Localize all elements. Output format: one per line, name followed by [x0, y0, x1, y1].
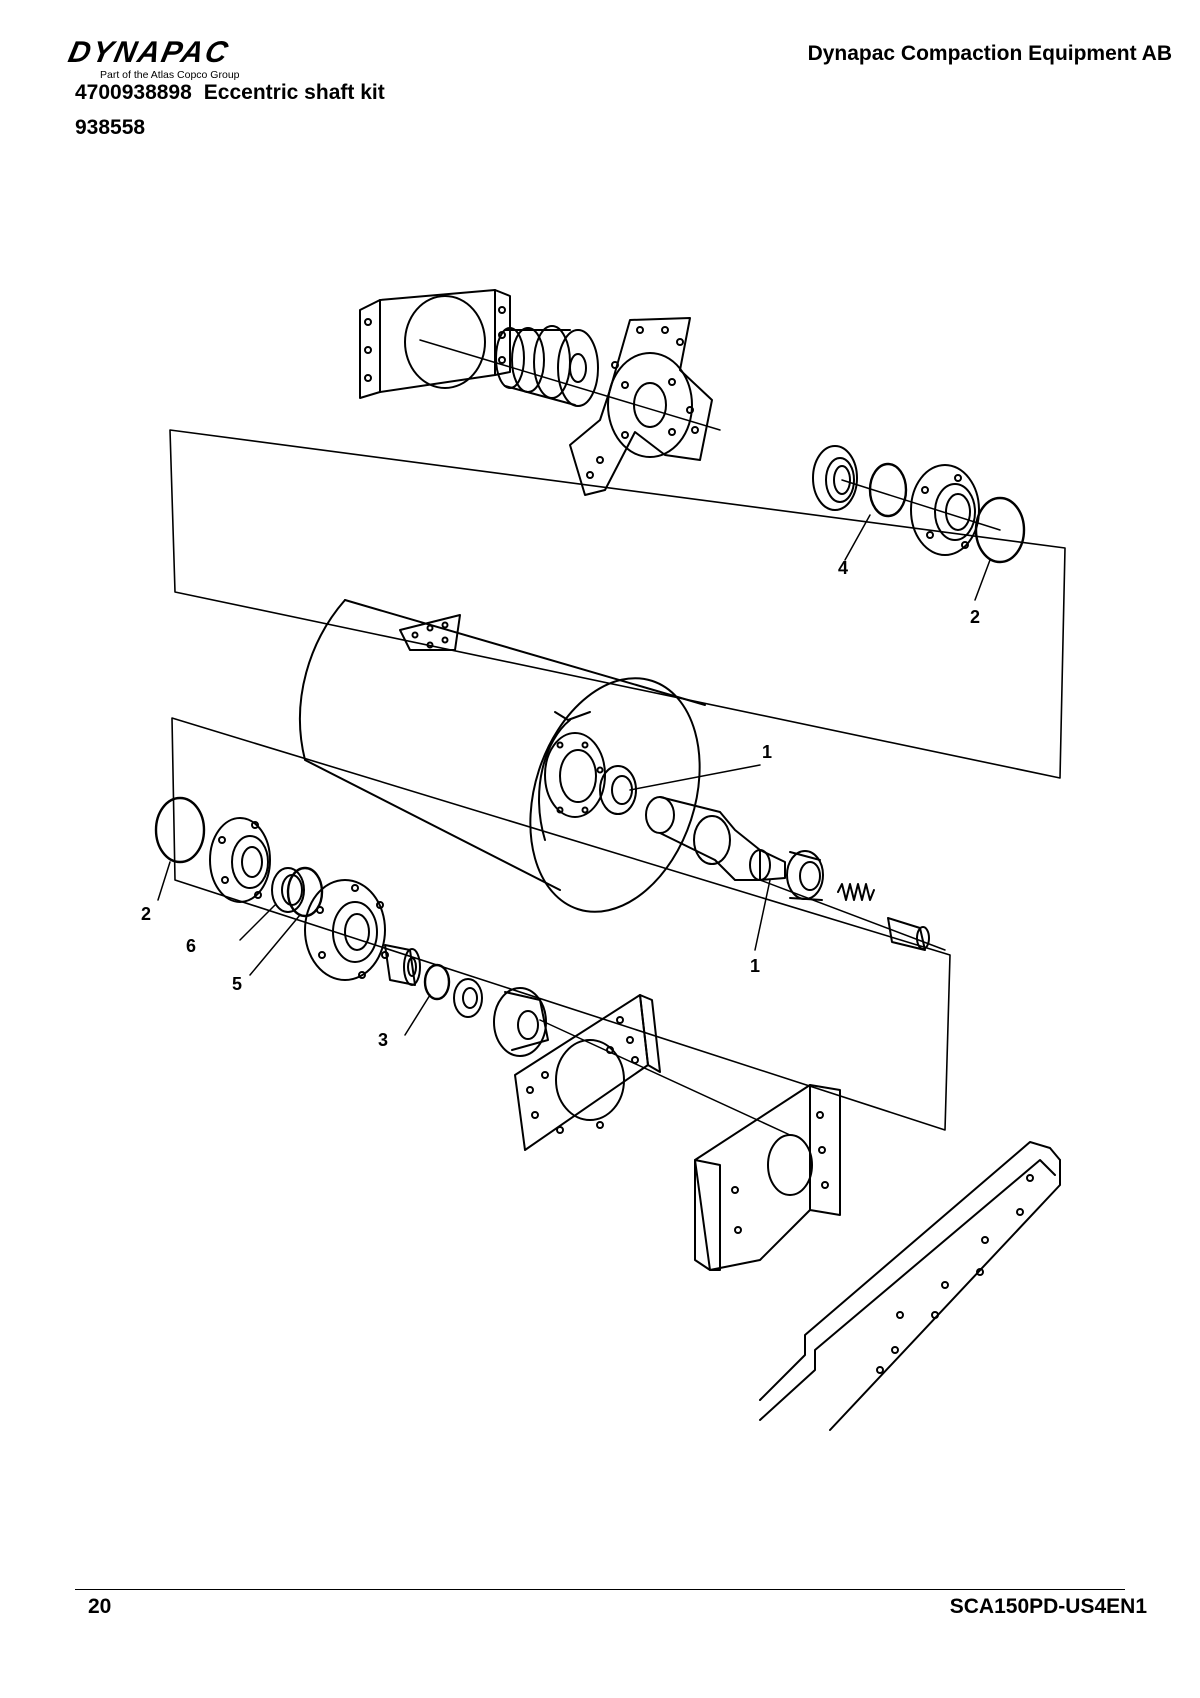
top-coupling	[495, 325, 599, 407]
small-bearing	[453, 978, 483, 1018]
bottom-mounting-plate	[514, 994, 661, 1151]
left-bearing-housing	[209, 817, 271, 903]
shaft-oring	[423, 963, 451, 1001]
footer-rule	[75, 1589, 1125, 1590]
top-flange-plate	[569, 317, 713, 496]
drum-frame-outline	[169, 429, 1066, 779]
part-number: 4700938898	[75, 81, 192, 104]
kit-title: 4700938898 Eccentric shaft kit	[75, 81, 385, 105]
right-bearing-housing	[910, 464, 980, 556]
left-housing	[304, 879, 389, 981]
callout-oring-shaft: 3	[378, 1030, 388, 1050]
kit-name: Eccentric shaft kit	[203, 81, 385, 104]
callout-seal-right: 4	[838, 558, 848, 578]
right-large-oring	[974, 496, 1026, 564]
callout-oring-right: 2	[970, 607, 980, 627]
spring	[837, 883, 875, 901]
right-seal-assembly	[812, 445, 858, 511]
top-mounting-bracket	[359, 289, 511, 399]
lower-frame-outline	[171, 717, 951, 1131]
bushing	[384, 944, 421, 986]
right-small-oring	[868, 462, 908, 518]
bottom-u-bracket	[694, 1084, 841, 1271]
logo-tagline: Part of the Atlas Copco Group	[100, 69, 240, 81]
company-name: Dynapac Compaction Equipment AB	[807, 42, 1172, 65]
eccentric-shaft	[645, 796, 786, 881]
left-large-oring	[154, 796, 206, 864]
callout-bearing-top: 1	[762, 742, 772, 762]
callout-oring-left: 2	[141, 904, 151, 924]
document-code: SCA150PD-US4EN1	[949, 1595, 1147, 1618]
left-small-oring	[286, 866, 324, 918]
callout-bearing-bottom: 1	[750, 956, 760, 976]
frame-side-member	[759, 1141, 1061, 1431]
callout-seal-left: 6	[186, 936, 196, 956]
drum	[298, 599, 706, 913]
lower-right-bearing	[786, 850, 824, 901]
reference-number: 938558	[75, 116, 146, 139]
page-number: 20	[88, 1595, 112, 1618]
splined-pin	[887, 917, 930, 951]
callout-housing: 5	[232, 974, 242, 994]
dynapac-logo: DYNAPAC Part of the Atlas Copco Group	[65, 36, 292, 82]
